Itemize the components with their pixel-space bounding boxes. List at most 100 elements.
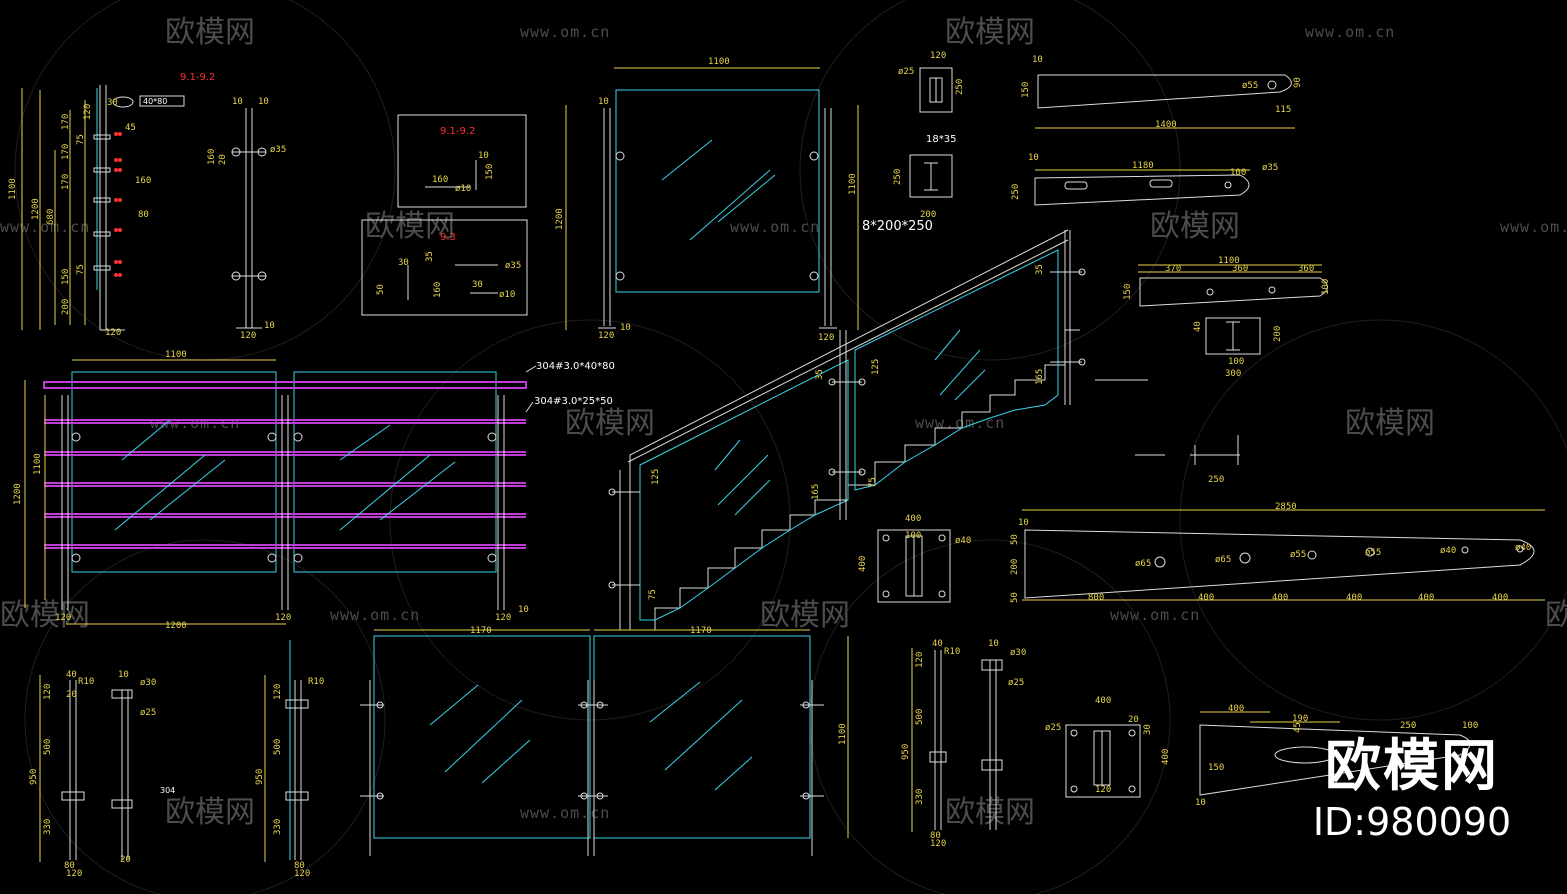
svg-text:360: 360	[1232, 264, 1248, 274]
svg-text:30: 30	[472, 280, 483, 290]
svg-text:ø35: ø35	[1262, 163, 1278, 173]
svg-text:20: 20	[66, 690, 77, 700]
svg-text:10: 10	[232, 97, 243, 107]
svg-text:120: 120	[818, 333, 834, 343]
svg-text:10: 10	[1028, 153, 1039, 163]
svg-text:50: 50	[1010, 592, 1020, 603]
svg-text:250: 250	[955, 79, 965, 95]
svg-text:120: 120	[930, 839, 946, 849]
svg-text:800: 800	[1088, 593, 1104, 603]
svg-text:115: 115	[1275, 105, 1291, 115]
svg-text:欧模网: 欧模网	[760, 598, 850, 633]
svg-text:330: 330	[43, 819, 53, 835]
detail-box-b: 9.3 30 35 ø35 50 160 30 ø10	[361, 219, 528, 316]
svg-text:120: 120	[275, 613, 291, 623]
svg-text:50: 50	[1010, 534, 1020, 545]
svg-text:10: 10	[478, 151, 489, 161]
post-elevation-c: 950 120 500 330 40 R10 20 10 ø30 ø25 304…	[29, 670, 175, 879]
svg-text:ø10: ø10	[455, 184, 471, 194]
svg-text:ø40: ø40	[1440, 546, 1456, 556]
svg-text:10: 10	[988, 639, 999, 649]
svg-text:www.om.cn: www.om.cn	[1305, 23, 1395, 41]
svg-text:欧模网: 欧模网	[165, 795, 255, 830]
svg-text:250: 250	[1011, 184, 1021, 200]
svg-text:80: 80	[138, 210, 149, 220]
svg-text:100: 100	[1230, 168, 1246, 178]
svg-text:ø25: ø25	[898, 67, 914, 77]
svg-text:120: 120	[598, 331, 614, 341]
svg-text:10: 10	[1032, 55, 1043, 65]
bracket-1100: 1100 370 360 360 150 100 100 300 40 200	[1123, 256, 1331, 379]
svg-text:190: 190	[1292, 714, 1308, 724]
watermark-logo: 欧模网	[1345, 406, 1435, 441]
svg-text:35: 35	[815, 369, 825, 380]
svg-text:R10: R10	[78, 677, 94, 687]
svg-text:8*200*250: 8*200*250	[862, 219, 933, 234]
svg-text:1100: 1100	[838, 723, 848, 745]
svg-text:10: 10	[1018, 518, 1029, 528]
svg-text:100: 100	[905, 531, 921, 541]
svg-text:150: 150	[1208, 763, 1224, 773]
svg-text:ø55: ø55	[1242, 81, 1258, 91]
svg-text:30: 30	[107, 98, 118, 108]
svg-text:欧模网: 欧模网	[565, 406, 655, 441]
svg-text:304: 304	[160, 786, 175, 795]
svg-text:1100: 1100	[165, 350, 187, 360]
svg-text:330: 330	[273, 819, 283, 835]
bracket-1180: 1180 ø35 100 250 10	[1011, 153, 1278, 206]
svg-text:120: 120	[240, 331, 256, 341]
svg-text:1100: 1100	[8, 178, 18, 200]
svg-text:100: 100	[1228, 357, 1244, 367]
svg-text:20: 20	[120, 855, 131, 865]
svg-text:170: 170	[61, 144, 71, 160]
svg-text:欧模网: 欧模网	[1150, 209, 1240, 244]
svg-text:10: 10	[598, 97, 609, 107]
svg-text:250: 250	[1208, 475, 1224, 485]
svg-text:150: 150	[1021, 82, 1031, 98]
svg-text:150: 150	[485, 164, 495, 180]
svg-text:www.om.cn: www.om.cn	[330, 606, 420, 624]
svg-text:80: 80	[64, 861, 75, 871]
svg-text:125: 125	[651, 469, 661, 485]
svg-text:www.om.cn: www.om.cn	[520, 804, 610, 822]
svg-text:120: 120	[43, 684, 53, 700]
svg-text:400: 400	[1228, 704, 1244, 714]
svg-text:10: 10	[258, 97, 269, 107]
asset-id: ID:980090	[1312, 800, 1512, 844]
svg-text:370: 370	[1165, 264, 1181, 274]
svg-text:90: 90	[1293, 77, 1303, 88]
bracket-2850: 2850 800 400 400 400 400 400 ø65 ø65 ø55…	[1010, 502, 1545, 603]
svg-text:2850: 2850	[1275, 502, 1297, 512]
svg-text:ø55: ø55	[1365, 548, 1381, 558]
svg-text:ø10: ø10	[499, 290, 515, 300]
svg-text:200: 200	[1010, 559, 1020, 575]
base-plate-400-b: 400 120 20 30	[1065, 696, 1153, 798]
brand-logo: 欧模网	[1325, 734, 1499, 799]
svg-text:www.om.cn: www.om.cn	[1110, 606, 1200, 624]
staircase-section: 125 75 35 125 165 75 35 165	[608, 229, 1148, 631]
glass-panel-elevation: 1100 1200 1100 10 120 10 120 8*200*250	[555, 57, 933, 343]
svg-text:500: 500	[273, 739, 283, 755]
svg-text:80: 80	[294, 861, 305, 871]
svg-text:160: 160	[433, 282, 443, 298]
svg-text:30: 30	[1143, 724, 1153, 735]
svg-text:400: 400	[1272, 593, 1288, 603]
svg-text:150: 150	[61, 269, 71, 285]
svg-text:40: 40	[66, 670, 77, 680]
svg-text:120: 120	[294, 869, 310, 879]
svg-text:950: 950	[901, 744, 911, 760]
rail-elevation: 1100 1200 1100 1200 120 120 120 10 304#3…	[13, 350, 615, 631]
svg-text:500: 500	[915, 709, 925, 725]
svg-text:165: 165	[1035, 369, 1045, 385]
svg-text:10: 10	[264, 321, 275, 331]
svg-text:9.1-9.2: 9.1-9.2	[440, 126, 475, 137]
svg-text:1400: 1400	[1155, 120, 1177, 130]
svg-text:75: 75	[648, 589, 658, 600]
svg-text:www.om.cn: www.om.cn	[730, 218, 820, 236]
svg-text:100: 100	[1462, 721, 1478, 731]
svg-text:400: 400	[1492, 593, 1508, 603]
glass-panel-pair: 1170 1170 1100	[360, 626, 849, 856]
post-elevation-d: 950 120 500 330 R10 80 120	[255, 640, 324, 879]
